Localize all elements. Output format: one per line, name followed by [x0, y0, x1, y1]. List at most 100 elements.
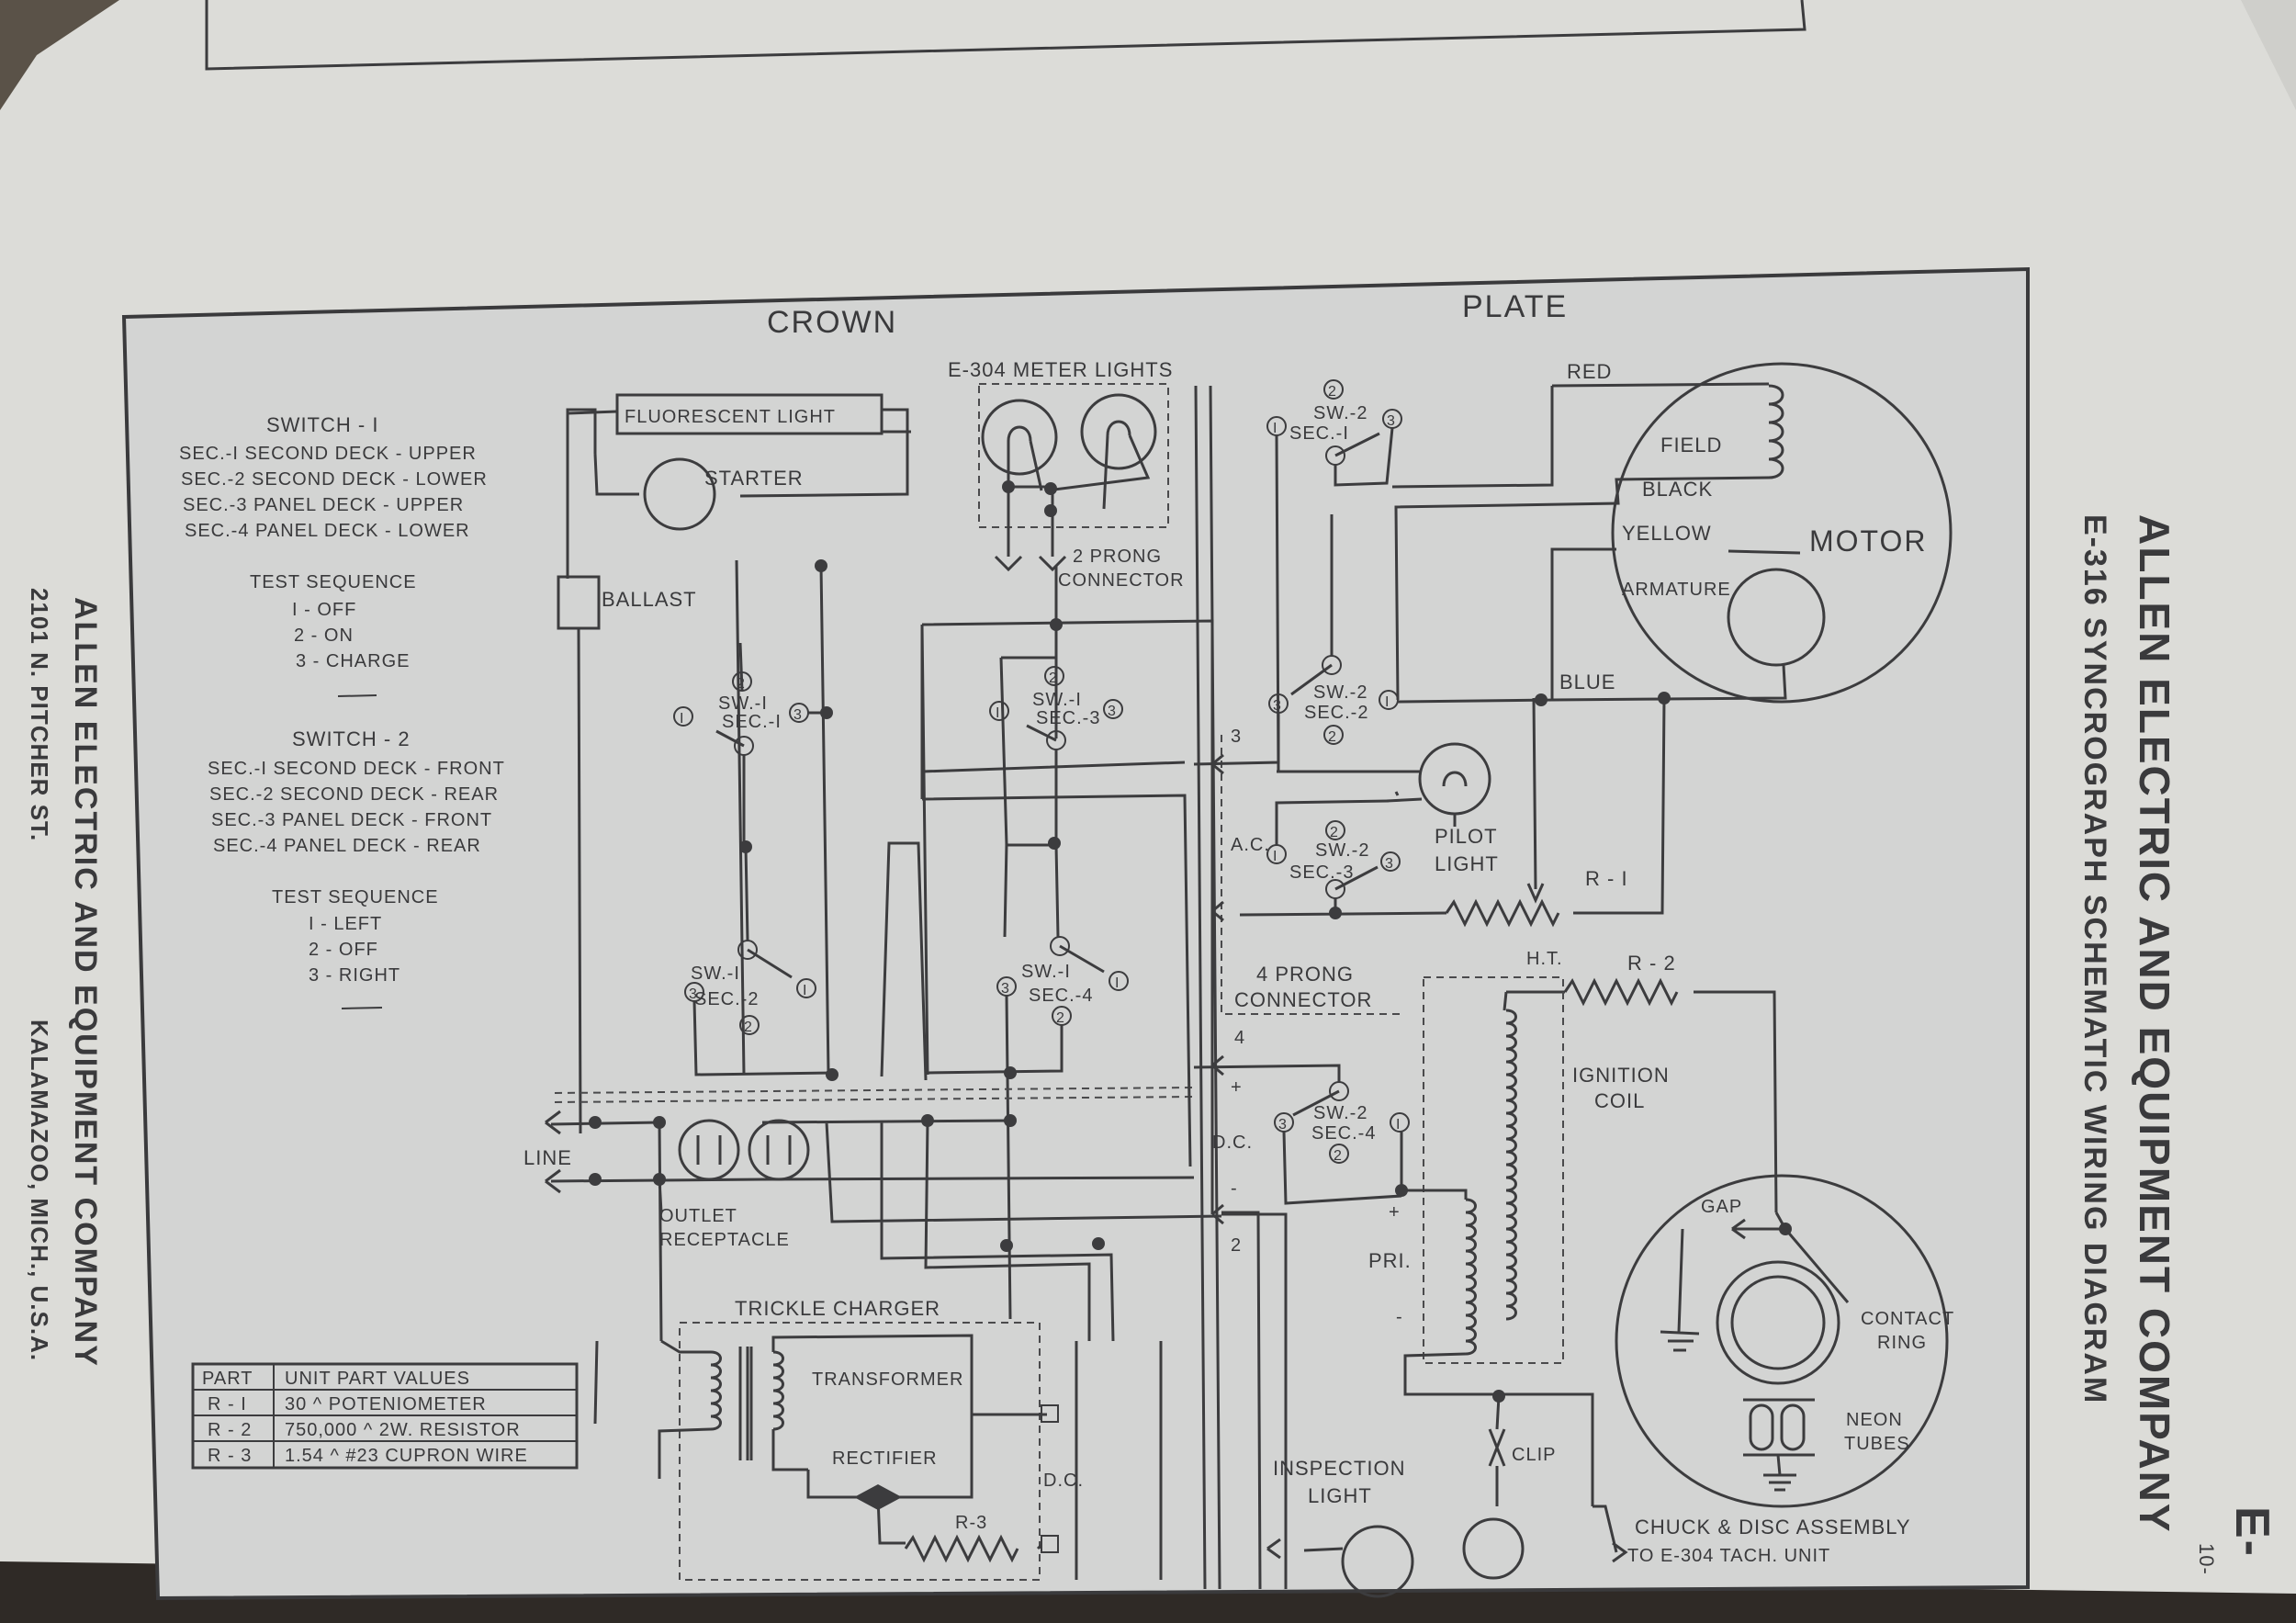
svg-text:I: I: [1273, 421, 1277, 436]
diagram-title: E-316 SYNCROGRAPH SCHEMATIC WIRING DIAGR…: [2077, 514, 2112, 1404]
clip-label: CLIP: [1512, 1445, 1556, 1465]
header-company: ALLEN ELECTRIC AND EQUIPMENT COMPANY: [2131, 514, 2178, 1534]
header-title-block: ALLEN ELECTRIC AND EQUIPMENT COMPANY E-3…: [2077, 514, 2178, 1534]
page-number: 10-: [2195, 1543, 2218, 1575]
svg-text:-: -: [1231, 1178, 1238, 1199]
svg-text:2: 2: [1328, 729, 1337, 745]
r3-label: R-3: [955, 1513, 987, 1533]
parts-r2-value: 750,000 ^ 2W. RESISTOR: [285, 1420, 521, 1440]
svg-text:I: I: [803, 983, 807, 998]
rectifier-label: RECTIFIER: [832, 1448, 938, 1469]
svg-text:I: I: [996, 705, 1000, 721]
motor-symbol: [1611, 362, 1953, 704]
ring-label: RING: [1877, 1333, 1927, 1353]
connector-label: CONNECTOR: [1058, 570, 1185, 591]
sw1-sec1-switch: 2 SW.-I SEC.-I I 3: [673, 642, 827, 845]
tubes-label: TUBES: [1844, 1434, 1910, 1454]
prong2-label: 2 PRONG: [1073, 547, 1162, 567]
switch2-seq-title: TEST SEQUENCE: [272, 887, 439, 907]
svg-text:I: I: [680, 711, 684, 727]
switch1-legend: SWITCH - I SEC.-I SECOND DECK - UPPER SE…: [179, 413, 488, 697]
parts-header-values: UNIT PART VALUES: [285, 1369, 470, 1389]
switch1-seq2: 2 - ON: [294, 626, 354, 646]
sw1-sec3-switch: 2 SW.-I SEC.-3 I 3: [989, 666, 1123, 845]
sw1-sec3-sw: SW.-I: [1032, 690, 1082, 710]
transformer-label: TRANSFORMER: [812, 1369, 963, 1390]
sw2-sec4-sw: SW.-2: [1313, 1103, 1367, 1123]
switch2-legend: SWITCH - 2 SEC.-I SECOND DECK - FRONT SE…: [208, 727, 505, 1009]
chuck-disc-symbol: [1615, 1174, 1949, 1508]
svg-text:+: +: [1231, 1077, 1243, 1098]
svg-text:3: 3: [1387, 413, 1396, 429]
red-label: RED: [1567, 360, 1612, 383]
sw2-sec1-sw: SW.-2: [1313, 403, 1367, 423]
switch2-title: SWITCH - 2: [292, 727, 411, 750]
neon-label: NEON: [1846, 1410, 1903, 1430]
sw2-sec3-sw: SW.-2: [1315, 840, 1369, 861]
sw2-sec3-switch: 2 SW.-2 SEC.-3 I 3: [1239, 799, 1447, 919]
chuck-label: CHUCK & DISC ASSEMBLY: [1635, 1516, 1911, 1538]
ht-label: H.T.: [1526, 949, 1563, 969]
motor-label: MOTOR: [1809, 524, 1928, 558]
r1-label: R - I: [1585, 867, 1628, 890]
meter-lights-label: E-304 METER LIGHTS: [948, 358, 1173, 381]
parts-r3-value: 1.54 ^ #23 CUPRON WIRE: [285, 1446, 528, 1466]
svg-text:3: 3: [1001, 981, 1010, 997]
sw2-sec3-sec: SEC.-3: [1289, 862, 1354, 883]
sw1-sec4-switch: SW.-I SEC.-4 3 I 2: [927, 844, 1129, 1320]
trickle-label: TRICKLE CHARGER: [735, 1297, 940, 1320]
meter-lamp-right: [1080, 393, 1157, 470]
svg-text:+: +: [1389, 1202, 1401, 1223]
address-line2-block: KALAMAZOO, MICH., U.S.A.: [26, 1020, 53, 1361]
armature-symbol: [1727, 568, 1826, 667]
address-line1-block: 2101 N. PITCHER ST.: [26, 588, 53, 841]
sw2-sec2-sec: SEC.-2: [1304, 703, 1368, 723]
switch1-sec3: SEC.-3 PANEL DECK - UPPER: [183, 495, 464, 515]
parts-r2-part: R - 2: [208, 1420, 252, 1440]
fluorescent-label: FLUORESCENT LIGHT: [625, 407, 836, 427]
plate-connectors: 3 A.C. 4 PRONG CONNECTOR 4 + D.C. - 2: [1211, 727, 1400, 1256]
r2-label: R - 2: [1627, 952, 1676, 975]
black-label: BLACK: [1642, 478, 1713, 501]
crown-plate-divider: [1194, 385, 1221, 1590]
plate-wiring: 2 SW.-2 SEC.-I I 3 SW.-2 SEC.-2 3 I 2 MO…: [1193, 360, 1953, 1598]
sw2-sec4-switch: SW.-2 SEC.-4 3 I 2: [1193, 1064, 1410, 1205]
svg-text:I: I: [1273, 849, 1277, 864]
ignition-label: IGNITION: [1572, 1064, 1670, 1087]
pri-label: PRI.: [1368, 1249, 1412, 1272]
sw1-sec1-sec: SEC.-I: [722, 712, 782, 732]
svg-text:3: 3: [1273, 698, 1282, 714]
switch1-sec2: SEC.-2 SECOND DECK - LOWER: [181, 469, 488, 490]
sw2-sec1-switch: 2 SW.-2 SEC.-I I 3: [1266, 379, 1402, 772]
outlet-label: OUTLET: [659, 1206, 737, 1226]
parts-r1-value: 30 ^ POTENIOMETER: [285, 1394, 487, 1414]
switch1-seq-title: TEST SEQUENCE: [250, 572, 417, 592]
sw2-sec1-sec: SEC.-I: [1289, 423, 1349, 444]
svg-text:I: I: [1385, 694, 1390, 710]
sw1-sec4-sec: SEC.-4: [1029, 986, 1093, 1006]
tach-label: TO E-304 TACH. UNIT: [1627, 1546, 1830, 1566]
switch1-title: SWITCH - I: [266, 413, 378, 436]
gap-label: GAP: [1701, 1197, 1742, 1217]
svg-text:3: 3: [1278, 1117, 1288, 1133]
blue-label: BLUE: [1559, 671, 1615, 693]
top-figure-frame: [205, 0, 1806, 71]
trickle-charger-box: [679, 1322, 1041, 1581]
switch1-seq1: I - OFF: [292, 600, 356, 620]
svg-text:2: 2: [1231, 1235, 1242, 1256]
switch2-sec1: SEC.-I SECOND DECK - FRONT: [208, 759, 505, 779]
ac-label: A.C.: [1231, 835, 1270, 855]
switch1-seq3: 3 - CHARGE: [296, 651, 410, 671]
receptacle-label: RECEPTACLE: [659, 1230, 790, 1250]
svg-text:2: 2: [744, 1020, 753, 1035]
line-label: LINE: [523, 1146, 572, 1169]
inspection-label: INSPECTION: [1273, 1457, 1405, 1480]
yellow-label: YELLOW: [1622, 522, 1712, 545]
address-line2: KALAMAZOO, MICH., U.S.A.: [26, 1020, 53, 1361]
parts-header-part: PART: [202, 1369, 253, 1389]
fluorescent-light-box: [615, 393, 884, 435]
dc-right-label: D.C.: [1212, 1133, 1253, 1153]
switch2-sec2: SEC.-2 SECOND DECK - REAR: [209, 784, 499, 805]
section-plate: PLATE: [1462, 289, 1568, 324]
